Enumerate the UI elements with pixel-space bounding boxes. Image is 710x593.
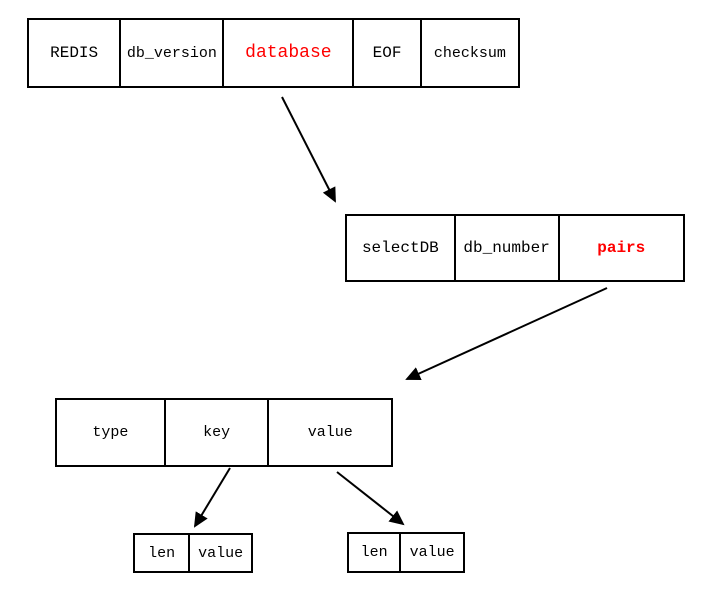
arrow-key-to-key-encoding bbox=[193, 467, 231, 528]
cell-value-value: value bbox=[399, 534, 463, 571]
cell-database: database bbox=[222, 20, 352, 86]
key-encoding-box: len value bbox=[133, 533, 253, 573]
cell-type: type bbox=[92, 424, 129, 441]
cell-redis: REDIS bbox=[50, 44, 99, 62]
cell-selectdb: selectDB bbox=[361, 239, 439, 257]
cell-value-len: len bbox=[360, 544, 388, 561]
cell-db-version: db_version bbox=[119, 20, 222, 86]
cell-eof: EOF bbox=[352, 20, 419, 86]
cell-key-value: value bbox=[188, 535, 251, 571]
value-encoding-box: len value bbox=[347, 532, 465, 573]
cell-key: key bbox=[163, 400, 268, 465]
cell-pairs: pairs bbox=[557, 216, 684, 280]
cell-db-number: db_number bbox=[453, 216, 558, 280]
arrow-pairs-to-pair-row bbox=[405, 287, 608, 380]
key-value-pair-row: type key value bbox=[55, 398, 393, 467]
arrow-database-to-selectdb bbox=[281, 96, 336, 203]
rdb-file-row: REDIS db_version database EOF checksum bbox=[27, 18, 520, 88]
database-row: selectDB db_number pairs bbox=[345, 214, 685, 282]
cell-value: value bbox=[267, 400, 391, 465]
cell-key-len: len bbox=[148, 544, 176, 562]
cell-checksum: checksum bbox=[419, 20, 518, 86]
arrow-value-to-value-encoding bbox=[336, 471, 405, 526]
